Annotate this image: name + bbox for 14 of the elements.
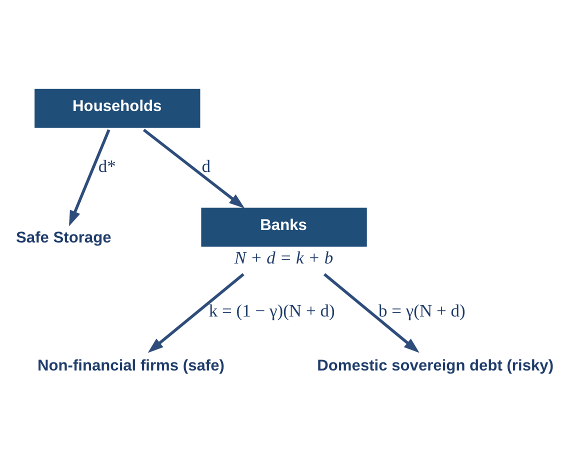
edge-label: d bbox=[202, 156, 210, 176]
node-label: N + d = k + b bbox=[234, 248, 334, 268]
edge-label: d* bbox=[98, 156, 116, 176]
arrow bbox=[69, 129, 110, 226]
node-text: Non-financial firms (safe) bbox=[37, 357, 224, 374]
node-box: Households bbox=[34, 88, 200, 128]
node-box: Banks bbox=[201, 208, 367, 247]
node-text: Domestic sovereign debt (risky) bbox=[317, 357, 554, 374]
arrow bbox=[148, 273, 244, 353]
arrow bbox=[142, 128, 245, 208]
edge-label: b = γ(N + d) bbox=[378, 300, 466, 320]
node-text: Safe Storage bbox=[16, 230, 112, 247]
arrow bbox=[323, 273, 420, 353]
edge-label: k = (1 − γ)(N + d) bbox=[208, 300, 335, 320]
